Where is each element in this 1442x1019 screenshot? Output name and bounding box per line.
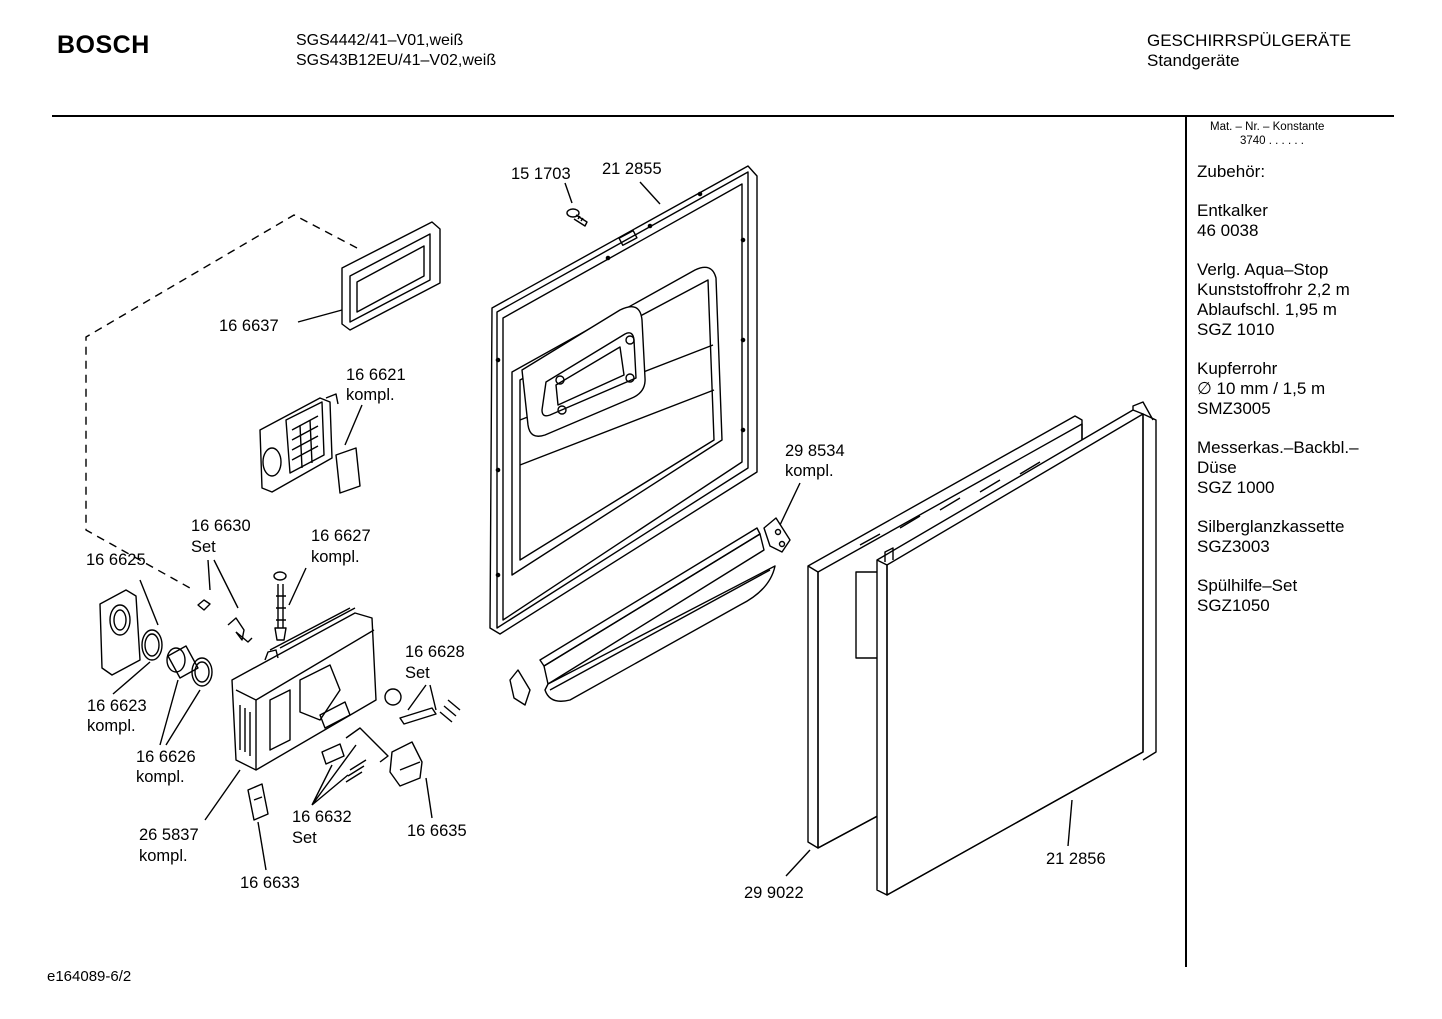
small-clip-part — [509, 669, 531, 706]
label-166635: 16 6635 — [407, 822, 467, 840]
category-title: GESCHIRRSPÜLGERÄTE — [1147, 31, 1352, 50]
accessory-line: Verlg. Aqua–Stop — [1197, 260, 1329, 279]
accessory-group-heading: Zubehör: — [1197, 162, 1359, 182]
label-166621-sub: kompl. — [346, 386, 395, 404]
label-265837: 26 5837 — [139, 826, 199, 844]
assembly-dashed-line — [85, 214, 358, 589]
label-166628: 16 6628 — [405, 643, 465, 661]
accessory-group-rinse-aid: Spülhilfe–Set SGZ1050 — [1197, 576, 1359, 616]
label-212855: 21 2855 — [602, 160, 662, 178]
accessory-line: SMZ3005 — [1197, 399, 1271, 418]
label-166632: 16 6632 — [292, 808, 352, 826]
o-ring-part — [141, 629, 163, 661]
label-299022: 29 9022 — [744, 884, 804, 902]
model-2: SGS43B12EU/41–V02,weiß — [296, 52, 497, 69]
leader-lines — [112, 181, 1073, 877]
category-block: GESCHIRRSPÜLGERÄTE Standgeräte — [1147, 31, 1351, 71]
label-166630: 16 6630 — [191, 517, 251, 535]
accessory-line: Ablaufschl. 1,95 m — [1197, 300, 1337, 319]
label-166623: 16 6623 — [87, 697, 147, 715]
label-166626: 16 6626 — [136, 748, 196, 766]
accessory-group-silver-cassette: Silberglanzkassette SGZ3003 — [1197, 517, 1359, 557]
label-166621: 16 6621 — [346, 366, 406, 384]
label-166633: 16 6633 — [240, 874, 300, 892]
category-subtitle: Standgeräte — [1147, 51, 1240, 70]
accessory-group-descaler: Entkalker 46 0038 — [1197, 201, 1359, 241]
accessory-group-aqua-stop: Verlg. Aqua–Stop Kunststoffrohr 2,2 m Ab… — [1197, 260, 1359, 340]
drawing-code: e164089-6/2 — [47, 968, 132, 985]
accessory-line: Kupferrohr — [1197, 359, 1278, 378]
dispenser-cover-part — [259, 393, 361, 494]
accessory-line: Düse — [1197, 458, 1237, 477]
accessory-heading: Zubehör: — [1197, 162, 1266, 181]
accessory-line: Messerkas.–Backbl.– — [1197, 438, 1359, 457]
brand-logo: BOSCH — [57, 31, 150, 59]
accessory-line: SGZ1050 — [1197, 596, 1270, 615]
accessory-line: Kunststoffrohr 2,2 m — [1197, 280, 1350, 299]
decor-panel — [876, 401, 1157, 896]
label-166627: 16 6627 — [311, 527, 371, 545]
label-166637: 16 6637 — [219, 317, 279, 335]
accessory-line: SGZ 1010 — [1197, 320, 1275, 339]
accessory-group-knife-nozzle: Messerkas.–Backbl.– Düse SGZ 1000 — [1197, 438, 1359, 498]
label-265837-sub: kompl. — [139, 847, 188, 865]
relay-part — [389, 741, 423, 787]
label-166627-sub: kompl. — [311, 548, 360, 566]
control-module-part — [231, 607, 377, 771]
accessory-line: ∅ 10 mm / 1,5 m — [1197, 379, 1326, 398]
material-number-block: Mat. – Nr. – Konstante 3740 . . . . . . — [1210, 120, 1324, 148]
sidebar-divider — [1185, 115, 1187, 967]
accessory-line: 46 0038 — [1197, 221, 1259, 240]
lever-set-part — [384, 688, 461, 725]
model-1: SGS4442/41–V01,weiß — [296, 32, 464, 49]
label-151703: 15 1703 — [511, 165, 571, 183]
spring-pin-set-part — [197, 599, 253, 643]
bottom-strip-part — [539, 527, 776, 702]
accessory-list: Zubehör: Entkalker 46 0038 Verlg. Aqua–S… — [1197, 162, 1359, 635]
label-298534-sub: kompl. — [785, 462, 834, 480]
model-list: SGS4442/41–V01,weiß SGS43B12EU/41–V02,we… — [296, 31, 496, 71]
aqua-stop-housing-part — [99, 589, 141, 676]
accessory-line: SGZ 1000 — [1197, 478, 1275, 497]
accessory-line: Entkalker — [1197, 201, 1268, 220]
label-166630-sub: Set — [191, 538, 216, 556]
label-298534: 29 8534 — [785, 442, 845, 460]
header-divider — [52, 115, 1394, 117]
accessory-line: Silberglanzkassette — [1197, 517, 1345, 536]
hinge-bracket-part — [763, 517, 791, 553]
inner-door-panel — [489, 165, 758, 635]
accessory-group-copper-pipe: Kupferrohr ∅ 10 mm / 1,5 m SMZ3005 — [1197, 359, 1359, 419]
accessory-line: SGZ3003 — [1197, 537, 1270, 556]
accessory-line: Spülhilfe–Set — [1197, 576, 1298, 595]
gasket-frame-part — [341, 221, 441, 331]
spring-set-part — [321, 727, 389, 783]
label-166626-sub: kompl. — [136, 768, 185, 786]
label-166625: 16 6625 — [86, 551, 146, 569]
label-166623-sub: kompl. — [87, 717, 136, 735]
connector-part — [166, 645, 213, 687]
clip-part — [247, 783, 269, 821]
valve-part — [273, 571, 287, 641]
screw-part — [566, 208, 588, 227]
label-212856: 21 2856 — [1046, 850, 1106, 868]
material-code: 3740 . . . . . . — [1240, 135, 1304, 147]
label-166632-sub: Set — [292, 829, 317, 847]
label-166628-sub: Set — [405, 664, 430, 682]
material-title: Mat. – Nr. – Konstante — [1210, 121, 1325, 133]
